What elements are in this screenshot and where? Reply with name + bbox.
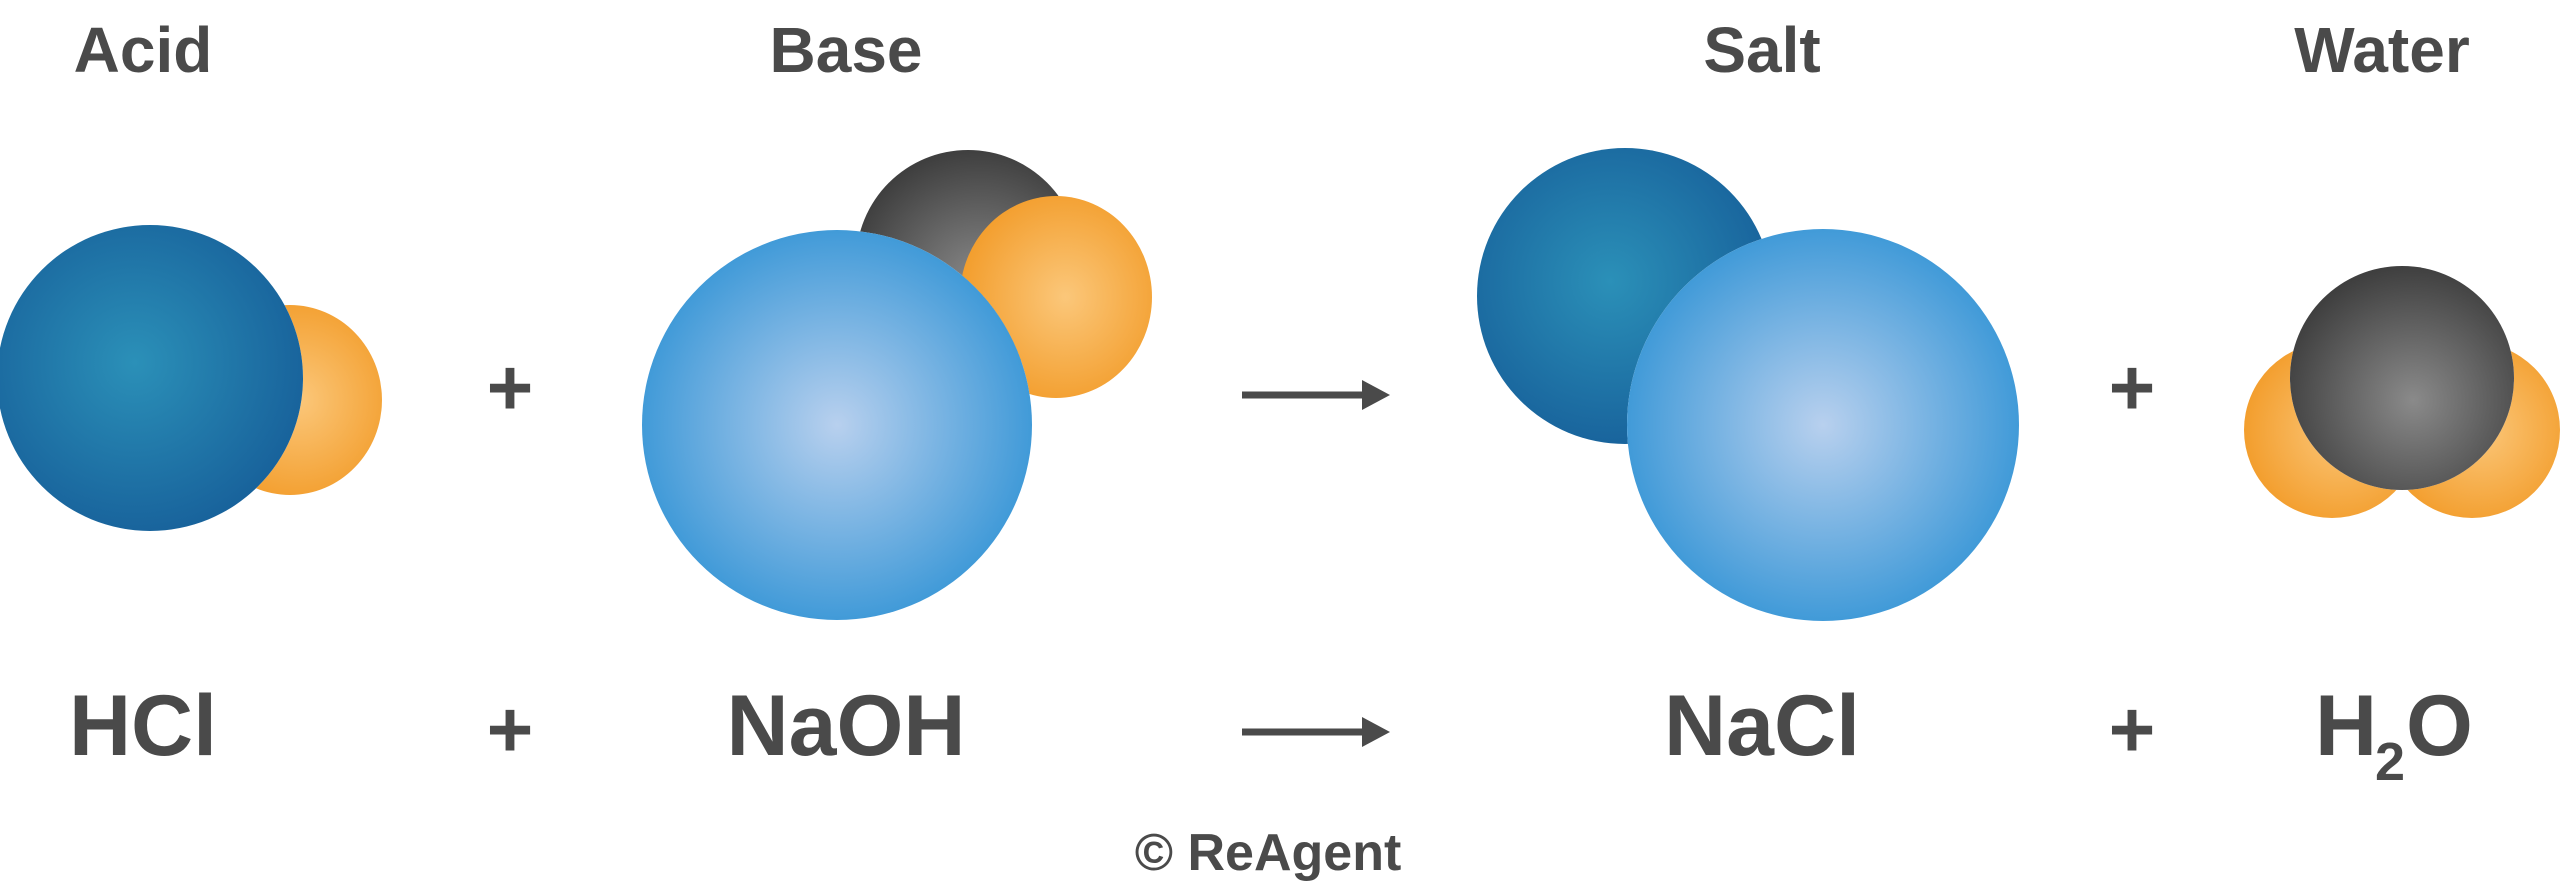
- plus-sign-bottom-1: +: [487, 685, 534, 774]
- nacl-molecule: [1477, 148, 2019, 621]
- formula-water: H 2 O: [2315, 678, 2473, 792]
- formula-water-h: H: [2315, 678, 2377, 774]
- sodium-atom: [1627, 229, 2019, 621]
- sodium-atom: [642, 230, 1032, 620]
- naoh-molecule: [642, 150, 1152, 620]
- formula-water-o: O: [2406, 678, 2473, 774]
- formula-hcl: HCl: [69, 678, 217, 774]
- plus-sign-top-1: +: [487, 343, 534, 432]
- reaction-arrow-top: [1242, 380, 1390, 410]
- formula-naoh: NaOH: [727, 678, 966, 774]
- water-label: Water: [2294, 14, 2469, 86]
- reaction-arrow-bottom: [1242, 717, 1390, 747]
- formula-nacl: NaCl: [1664, 678, 1860, 774]
- acid-label: Acid: [74, 14, 213, 86]
- plus-sign-bottom-2: +: [2109, 685, 2156, 774]
- chlorine-atom: [0, 225, 303, 531]
- plus-sign-top-2: +: [2109, 343, 2156, 432]
- base-label: Base: [770, 14, 923, 86]
- copyright-text: © ReAgent: [1135, 824, 1402, 882]
- oxygen-atom: [2290, 266, 2514, 490]
- salt-label: Salt: [1703, 14, 1820, 86]
- hcl-molecule: [0, 225, 382, 531]
- water-molecule: [2244, 266, 2560, 518]
- formula-water-subscript: 2: [2375, 732, 2405, 792]
